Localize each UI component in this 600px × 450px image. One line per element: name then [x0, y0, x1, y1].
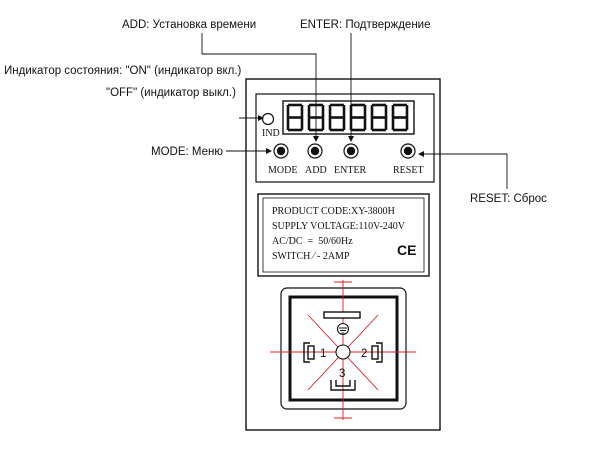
display-digit [370, 103, 388, 132]
display-digits [286, 103, 409, 132]
enter-button-label: ENTER [334, 165, 367, 176]
callout-reset: RESET: Сброс [470, 193, 547, 205]
add-button[interactable] [307, 143, 323, 159]
pin-3-label: 3 [339, 368, 345, 380]
pin-1-label: 1 [320, 348, 326, 360]
display-digit [328, 103, 346, 132]
spec-plate-inner [262, 197, 425, 273]
reset-button[interactable] [400, 143, 416, 159]
add-button-label: ADD [305, 165, 327, 176]
callout-indicator-on: Индикатор состояния: "ON" (индикатор вкл… [4, 65, 242, 77]
pin-2-contact [371, 342, 383, 363]
callout-arrowheads [258, 115, 424, 157]
enter-button[interactable] [343, 143, 359, 159]
ind-label: IND [262, 128, 280, 139]
callout-enter: ENTER: Подтверждение [300, 19, 431, 31]
ind-indicator-led [261, 112, 275, 126]
socket-center-hole [335, 344, 351, 360]
callout-add: ADD: Установка времени [122, 19, 256, 31]
spec-product-code: PRODUCT CODE:XY-3800H [272, 206, 395, 217]
callout-mode: MODE: Меню [151, 146, 223, 158]
mode-button-label: MODE [268, 165, 297, 176]
pin-2-label: 2 [361, 348, 367, 360]
reset-button-label: RESET [393, 165, 424, 176]
spec-plate [257, 193, 430, 277]
callout-leaders [201, 33, 508, 189]
spec-supply-voltage: SUPPLY VOLTAGE:110V-240V [272, 221, 406, 232]
spec-acdc: AC/DC = 50/60Hz [272, 236, 353, 247]
display-digit [391, 103, 409, 132]
spec-switch: SWITCH ⁄ - 2AMP [272, 251, 350, 262]
ce-mark: CE [397, 242, 416, 258]
display-digit [286, 103, 304, 132]
pin-3-contact [330, 380, 356, 391]
callout-indicator-off: "OFF" (индикатор выкл.) [106, 87, 236, 99]
mode-button[interactable] [273, 143, 289, 159]
pin-1-contact [303, 342, 315, 363]
top-contact-slot [323, 311, 361, 319]
ground-symbol-icon [336, 322, 350, 336]
